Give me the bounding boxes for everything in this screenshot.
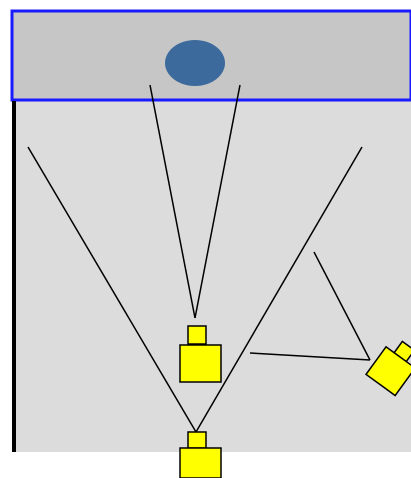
- center-camera-ray-right: [194, 84, 241, 319]
- bottom-camera-body-visible: [179, 447, 222, 478]
- right-camera-ray-left: [249, 352, 371, 361]
- right-camera-icon: [364, 340, 411, 397]
- center-camera-lens: [187, 325, 207, 345]
- bottom-camera-ray-left: [27, 146, 197, 433]
- floor-area: [12, 100, 411, 452]
- bottom-camera-icon: [179, 431, 222, 478]
- ellipse-target-icon: [165, 40, 225, 86]
- center-camera-body: [179, 344, 222, 383]
- center-camera-icon: [179, 325, 222, 383]
- bottom-camera-ray-right: [195, 146, 363, 433]
- bottom-camera-lens: [187, 431, 207, 449]
- right-camera-body: [364, 345, 411, 397]
- right-camera-ray-upper: [313, 251, 371, 361]
- center-camera-ray-left: [149, 84, 196, 319]
